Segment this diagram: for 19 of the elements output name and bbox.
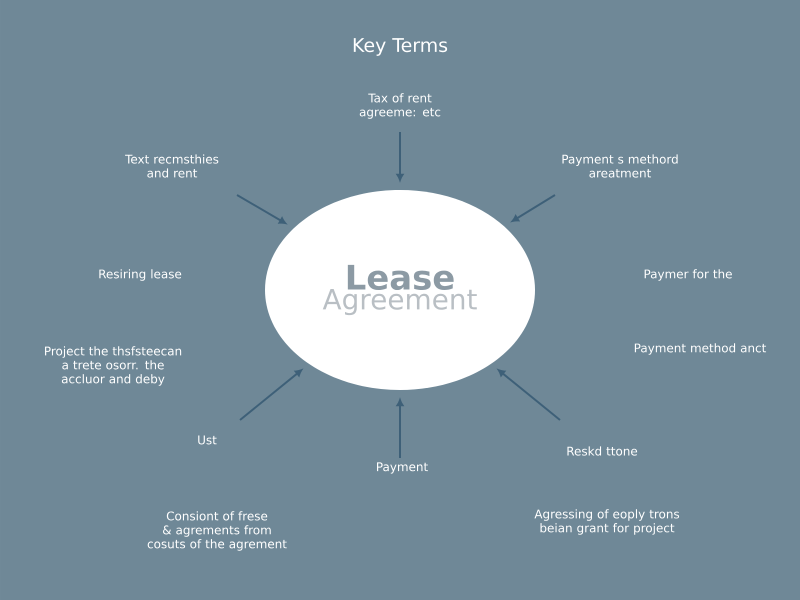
arrow (498, 369, 561, 421)
arrow (512, 194, 556, 222)
term-label: Payment (377, 462, 428, 474)
title: Key Terms (354, 38, 448, 56)
term-label: Paymer for the (644, 269, 732, 281)
arrow (239, 369, 302, 421)
arrow (396, 399, 404, 458)
arrow (236, 194, 286, 224)
term-label: Reskd ttone (567, 446, 638, 456)
term-label: Text recmsthies and rent (125, 154, 218, 178)
term-label: Payment s methord areatment (562, 154, 678, 178)
term-label: Ust (198, 436, 217, 444)
term-label: Project the thsfsteecan a trete osorr. the accluor and deby (45, 346, 182, 386)
term-label: Consiont of frese & agrements from cosuts of the agrement (148, 511, 287, 551)
arrow (396, 132, 404, 181)
term-label: Resiring lease (99, 269, 182, 281)
term-label: Payment method anct (634, 343, 766, 355)
term-label: Agressing of eoply trons beian grant for project (534, 509, 680, 535)
term-label: Tax of rent agreeme: etc (360, 93, 440, 119)
